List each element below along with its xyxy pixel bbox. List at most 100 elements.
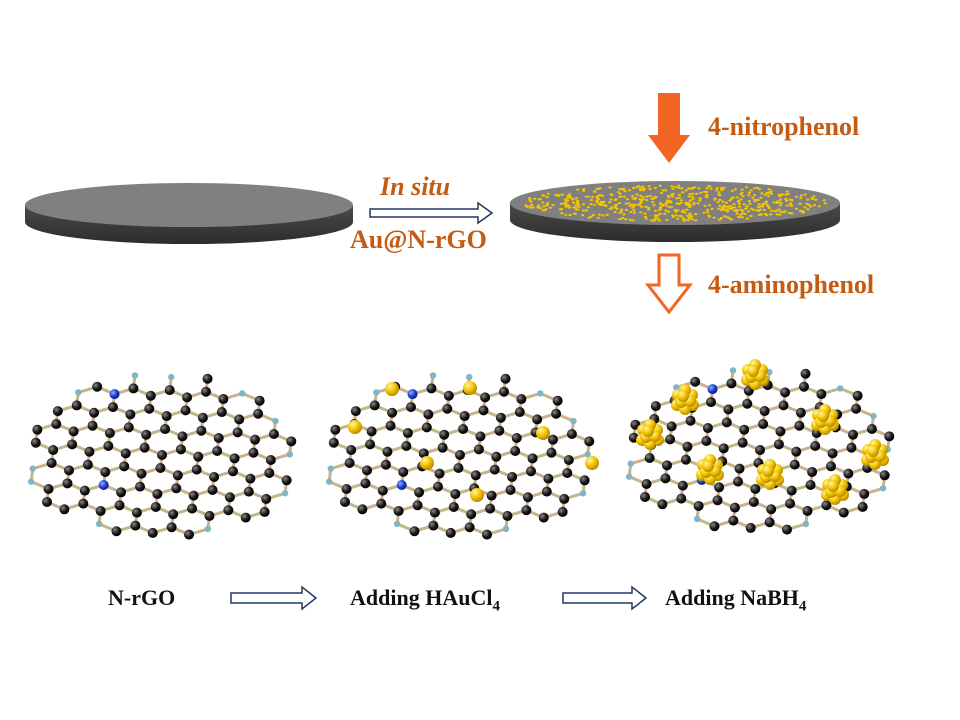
gold-dot <box>812 195 816 198</box>
gold-dot <box>717 207 721 210</box>
gold-dot <box>785 204 789 207</box>
gold-dot <box>726 209 730 212</box>
in-situ-arrow <box>369 201 494 225</box>
gold-dot <box>702 190 707 193</box>
stage2-subscript: 4 <box>492 598 500 615</box>
gold-dot <box>665 201 670 204</box>
gold-dot <box>765 214 769 217</box>
gold-dot <box>703 204 707 207</box>
gold-dot <box>799 197 803 200</box>
gold-dot <box>671 187 675 190</box>
gold-dot <box>652 204 656 207</box>
substrate-disk-left <box>25 183 353 244</box>
gold-dot <box>740 191 744 194</box>
gold-dot <box>753 200 757 203</box>
gold-dot <box>560 212 564 215</box>
gold-dot <box>803 193 807 196</box>
gold-dot <box>564 213 568 216</box>
gold-dot <box>749 214 753 218</box>
gold-dot <box>749 189 753 192</box>
gold-dot <box>653 186 657 190</box>
gold-dot <box>688 193 692 196</box>
gold-dot <box>687 187 691 190</box>
gold-dot <box>536 206 540 209</box>
stage-label-nabh4: Adding NaBH4 <box>665 585 806 615</box>
gold-dot <box>676 217 680 220</box>
gold-dot <box>775 209 779 212</box>
gold-dot <box>666 199 670 202</box>
stage3-subscript: 4 <box>798 598 807 615</box>
gold-dot <box>731 196 735 199</box>
gold-dot <box>539 207 543 210</box>
gold-dot <box>708 185 712 188</box>
gold-dot <box>663 212 667 215</box>
gold-dot <box>778 195 782 198</box>
gold-dot <box>721 200 725 203</box>
gold-dot <box>718 198 722 201</box>
gold-dot <box>670 185 674 188</box>
gold-dot <box>667 196 671 199</box>
gold-dot <box>728 205 732 208</box>
gold-dot <box>650 197 655 200</box>
gold-dot <box>705 187 709 190</box>
gold-dot <box>637 185 641 188</box>
gold-dot <box>814 198 818 201</box>
gold-dot <box>740 216 745 219</box>
gold-dot <box>617 191 621 194</box>
gold-dot <box>541 194 545 197</box>
gold-dot <box>737 215 741 218</box>
au-nanoparticle-cluster <box>636 419 664 450</box>
gold-dot <box>713 197 717 200</box>
in-situ-label: In situ <box>380 172 451 201</box>
gold-dot <box>624 218 628 221</box>
gold-dot <box>541 201 545 204</box>
gold-dot <box>551 204 555 207</box>
gold-dot <box>744 207 748 210</box>
gold-dot <box>761 203 765 206</box>
gold-dot <box>677 186 681 189</box>
gold-dot <box>615 207 619 210</box>
gold-dot <box>631 197 635 200</box>
gold-dot <box>554 193 558 196</box>
gold-dot <box>645 195 649 198</box>
gold-dot <box>618 195 622 198</box>
gold-dot <box>745 217 750 220</box>
gold-dot <box>778 204 783 207</box>
gold-dot <box>715 189 719 192</box>
gold-dot <box>739 198 743 201</box>
gold-dot <box>622 195 626 198</box>
au-nanoparticle-cluster <box>861 439 889 470</box>
gold-dot <box>620 208 624 211</box>
gold-dot <box>719 217 724 220</box>
gold-dot <box>614 198 618 201</box>
au-nanoparticle-cluster <box>696 454 724 485</box>
gold-dot <box>780 193 784 196</box>
stage2-text: Adding HAuCl <box>350 585 493 610</box>
gold-dot <box>755 186 760 189</box>
gold-dot <box>779 210 783 213</box>
gold-dot <box>769 190 773 193</box>
au-nanoparticle-cluster <box>811 404 839 435</box>
gold-dot <box>530 203 534 206</box>
gold-dot <box>576 208 580 211</box>
gold-dot <box>787 211 791 215</box>
au-ion <box>463 381 477 395</box>
gold-dot <box>812 204 817 207</box>
au-ion <box>385 382 399 396</box>
gold-dot <box>592 203 596 206</box>
gold-dot <box>618 188 622 191</box>
gold-dot <box>524 204 528 207</box>
gold-dot <box>576 188 580 191</box>
gold-dot <box>639 189 643 192</box>
gold-dot <box>571 198 575 201</box>
gold-dot <box>707 215 712 218</box>
gold-dot <box>677 193 682 196</box>
step-arrow-1 <box>230 585 318 611</box>
gold-dot <box>693 186 697 189</box>
gold-dot <box>670 193 674 196</box>
gold-dot <box>658 202 663 205</box>
gold-dot <box>682 219 686 222</box>
gold-dot <box>667 205 671 208</box>
gold-dot <box>702 211 706 214</box>
gold-dot <box>677 184 681 187</box>
